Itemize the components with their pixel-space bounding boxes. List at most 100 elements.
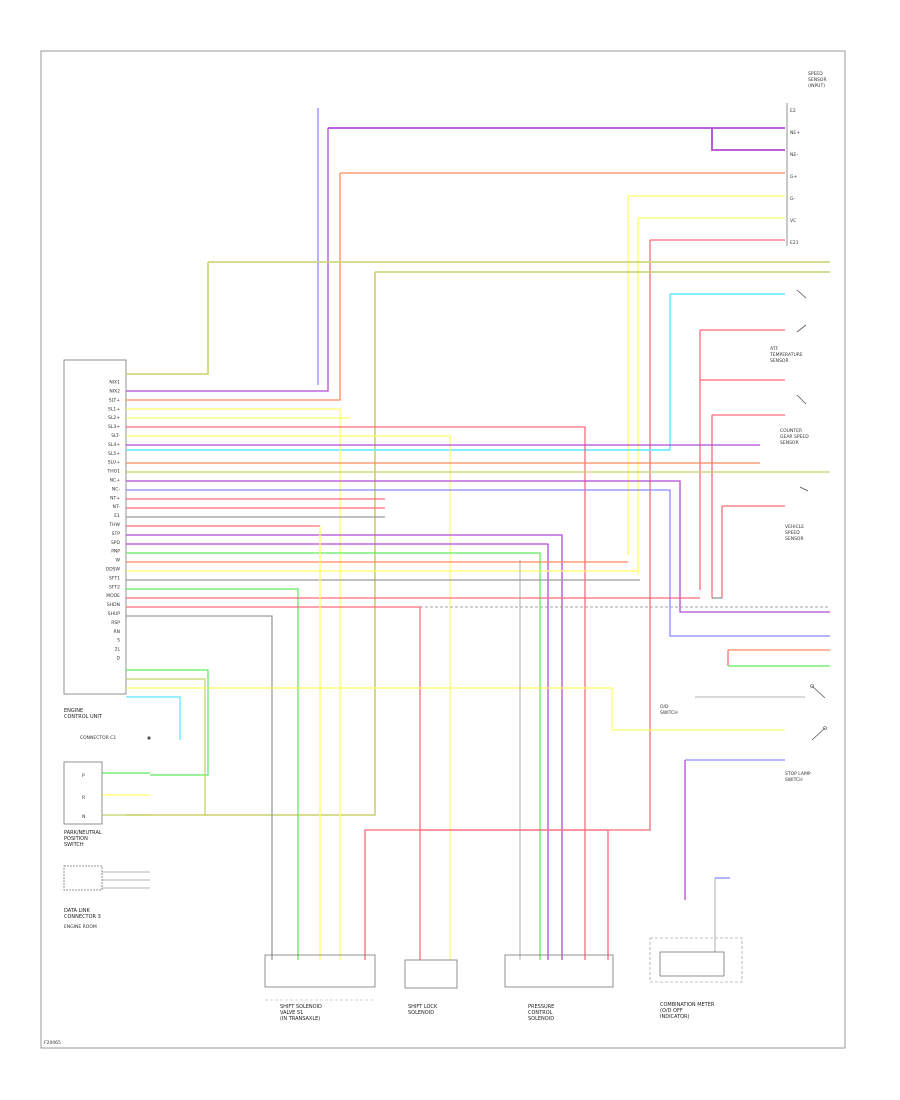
right-label: O/D	[660, 704, 669, 710]
wire-cyan-1b	[126, 294, 671, 451]
wire-group	[102, 108, 830, 960]
bottom-block-1: SHIFT SOLENOID VALVE S1 (IN TRANSAXLE)	[264, 954, 376, 1022]
pcm-pin-label: SL3+	[108, 424, 120, 430]
right-label: TEMPERATURE	[769, 352, 803, 358]
pcm-pin-label: SL2+	[108, 415, 120, 421]
wire-row-13	[126, 534, 563, 960]
right-labels: SPEED SENSOR (INPUT) ATF TEMPERATURE SEN…	[660, 71, 827, 783]
pnp-label: SWITCH	[64, 842, 84, 848]
block-label: INDICATOR)	[660, 1014, 690, 1020]
block-label: SHIFT LOCK	[408, 1004, 438, 1010]
pcm-pin-label: NC+	[110, 478, 121, 484]
wire-orange-1b	[126, 173, 341, 401]
wire-row-14	[126, 543, 549, 960]
pcm-pin-label: SLT-	[111, 433, 120, 439]
pcm-pin-label: NC-	[112, 486, 121, 492]
wire-row-15	[126, 552, 541, 960]
right-label: ATF	[770, 346, 778, 352]
pcm-pin-label: NIX1	[109, 380, 120, 386]
block-label: SOLENOID	[528, 1016, 554, 1022]
right-label: SENSOR	[808, 77, 827, 83]
pnp-switch-block	[63, 761, 103, 825]
pcm-pin-label: NT-	[113, 504, 121, 510]
tr-pin-label: VC	[790, 218, 796, 224]
ecm-label: ENGINE	[64, 708, 83, 714]
wire-row-8	[126, 489, 830, 637]
right-label: GEAR SPEED	[780, 434, 809, 440]
ecm-connector-label: CONNECTOR C1	[80, 735, 116, 741]
pcm-pin-label: SL1+	[108, 406, 120, 412]
pcm-pin-label: SFT1	[109, 575, 120, 581]
pcm-pin-label: SFT2	[109, 584, 120, 590]
wire-row-22	[126, 615, 273, 960]
data-link-block	[63, 865, 103, 891]
block-label: SHIFT SOLENOID	[280, 1004, 322, 1010]
bottom-block-4: COMBINATION METER (O/D OFF INDICATOR)	[649, 937, 743, 1020]
pcm-pin-label: NT+	[110, 495, 120, 501]
diagram-frame	[40, 50, 846, 1049]
pcm-pin-label: SL4+	[108, 442, 120, 448]
right-label: SWITCH	[660, 710, 678, 716]
wire-violet-1	[126, 128, 329, 392]
pcm-pin-label: S	[117, 638, 120, 644]
block-label: VALVE S1	[280, 1010, 303, 1016]
tr-pin-label: E2	[790, 108, 796, 114]
tr-connector-labels: E2 NE+ NE- G+ G- VC E21	[790, 108, 800, 246]
wire-olive-2b	[126, 272, 376, 816]
right-label: VEHICLE	[785, 524, 804, 530]
data-link-label: CONNECTOR 3	[64, 914, 101, 920]
wire-row-19	[126, 588, 299, 960]
block-label: COMBINATION METER	[660, 1002, 715, 1008]
pnp-label: PARK/NEUTRAL	[64, 830, 102, 836]
block-label: PRESSURE	[528, 1004, 554, 1010]
pcm-pin-label: SL5+	[108, 451, 120, 457]
pnp-pos-label: R	[82, 795, 85, 801]
pcm-pin-label: RN	[114, 629, 121, 635]
tr-pin-label: NE+	[790, 130, 800, 136]
footer-code: F20065	[44, 1040, 61, 1046]
pcm-pin-label: RSP	[111, 620, 120, 626]
pcm-pin-label: MODE	[106, 593, 120, 599]
pcm-pin-label: THW	[108, 522, 120, 528]
pcm-pin-label: W	[116, 558, 121, 564]
pcm-pin-label: SLU+	[108, 460, 120, 466]
ecm-label: CONTROL UNIT	[64, 714, 103, 720]
right-components	[796, 289, 827, 741]
wire-row-0	[126, 408, 341, 960]
tr-pin-label: E21	[790, 240, 799, 246]
right-label: SENSOR	[770, 358, 789, 364]
wire-violet-2	[711, 128, 785, 151]
right-label: STOP LAMP	[785, 771, 811, 777]
wire-row-25	[126, 687, 785, 731]
tr-pin-label: G+	[790, 174, 797, 180]
wire-red-1b	[364, 240, 651, 960]
block-label: SOLENOID	[408, 1010, 434, 1016]
wire-row-23	[126, 669, 209, 776]
wire-row-7	[126, 480, 830, 613]
ground-label: ENGINE ROOM	[64, 924, 97, 930]
wire-row-3	[126, 435, 451, 960]
pcm-pin-label: SHDN	[107, 602, 120, 608]
pcm-pin-label: D	[117, 656, 121, 662]
pcm-pin-label: 2L	[115, 647, 121, 653]
pcm-pin-label: NIX2	[109, 389, 120, 395]
pcm-pin-label: SLT+	[109, 397, 120, 403]
tr-pin-label: NE-	[790, 152, 798, 158]
pcm-pin-label: SHUP	[108, 611, 121, 617]
pcm-pin-label: STP	[112, 531, 121, 537]
bottom-block-2: SHIFT LOCK SOLENOID	[404, 959, 458, 1016]
right-label: SPEED	[808, 71, 823, 77]
wire-row-2	[126, 426, 586, 960]
right-label: SPEED	[785, 530, 800, 536]
block-label: CONTROL	[528, 1010, 553, 1016]
wire-row-21	[126, 606, 421, 960]
pcm-pin-label: THO1	[106, 469, 120, 475]
wire-row-24	[126, 678, 206, 815]
pnp-pos-label: P	[82, 773, 85, 779]
pcm-pin-label: E1	[114, 513, 120, 519]
right-label: SENSOR	[785, 536, 804, 542]
right-label: COUNTER	[780, 428, 802, 434]
block-label: (IN TRANSAXLE)	[280, 1016, 320, 1022]
